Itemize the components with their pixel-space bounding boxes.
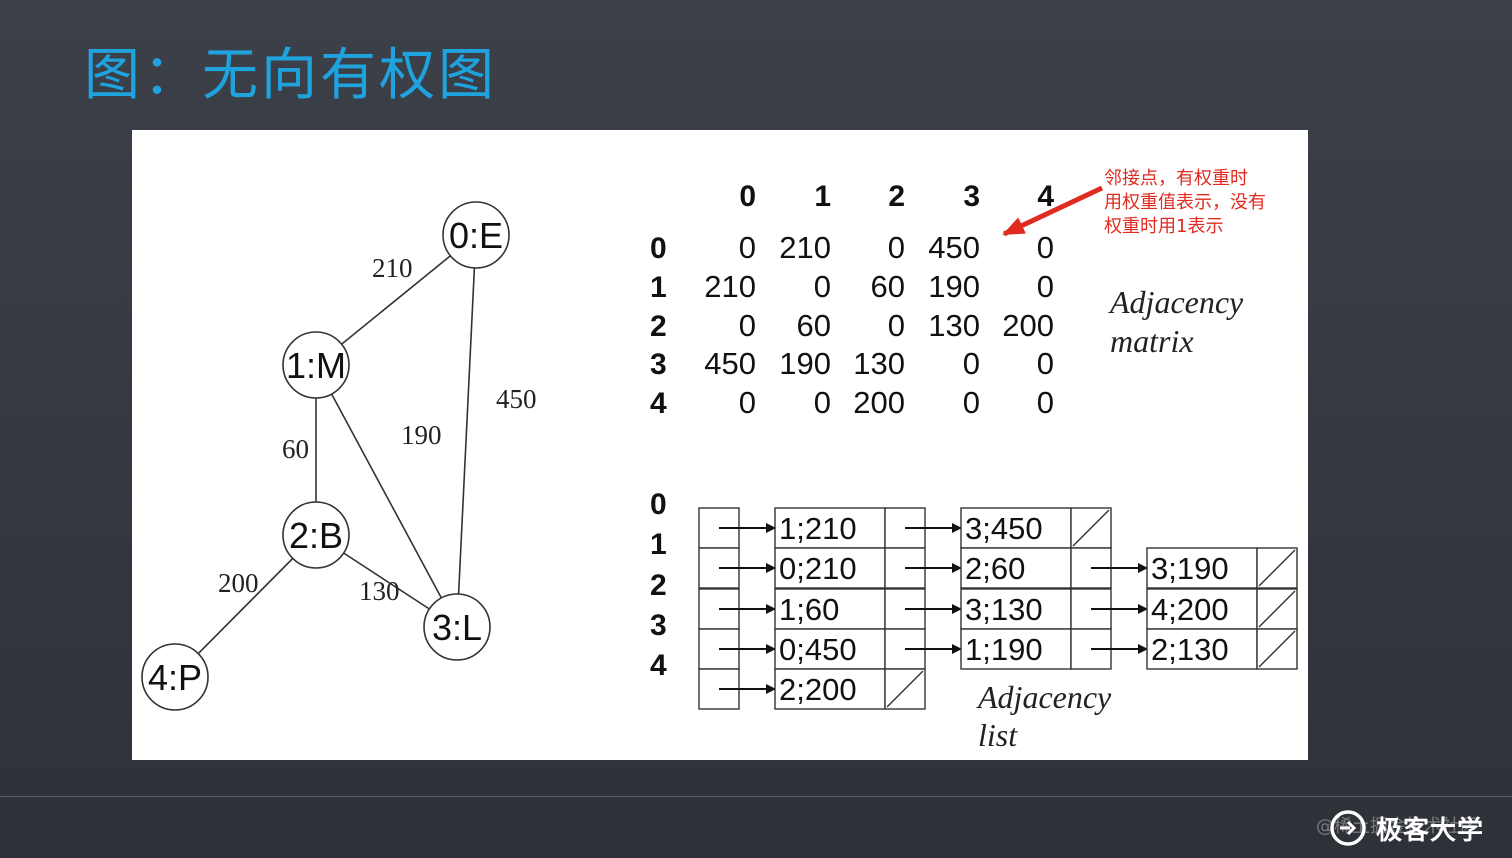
matrix-row-header: 3: [650, 348, 667, 381]
list-node-label: 2;60: [965, 551, 1025, 586]
matrix-cell: 130: [928, 308, 980, 343]
matrix-cell: 0: [739, 308, 756, 343]
list-row-header: 4: [650, 649, 667, 682]
matrix-col-header: 0: [739, 180, 756, 213]
annotation-text: 邻接点，有权重时: [1104, 168, 1248, 189]
null-pointer-slash: [886, 670, 924, 708]
slide-title: 图：无向有权图: [84, 43, 497, 108]
brand-circle-icon: [1330, 810, 1366, 846]
edge-weight-label: 450: [496, 384, 537, 414]
list-node-label: 1;190: [965, 632, 1043, 667]
edge-weight-label: 190: [401, 420, 442, 450]
matrix-cell: 0: [1037, 269, 1054, 304]
graph-node-label: 3:L: [432, 607, 482, 648]
matrix-cell: 200: [853, 385, 905, 420]
matrix-cell: 210: [779, 230, 831, 265]
matrix-cell: 0: [1037, 385, 1054, 420]
annotation-text: 用权重值表示，没有: [1104, 192, 1266, 213]
annotation-text: 权重时用1表示: [1104, 216, 1223, 237]
graph-node-label: 4:P: [148, 657, 202, 698]
matrix-col-header: 3: [963, 180, 980, 213]
watermark-text: @稀土掘金技术社区: [1316, 816, 1478, 837]
null-pointer-slash: [1258, 630, 1296, 668]
list-node-data-cell: [774, 668, 886, 710]
edge-weight-label: 60: [282, 434, 309, 464]
matrix-col-header: 1: [814, 180, 831, 213]
matrix-cell: 0: [814, 385, 831, 420]
matrix-col-header: 2: [888, 180, 905, 213]
list-caption: list: [978, 717, 1018, 753]
list-node-label: 4;200: [1151, 592, 1229, 627]
matrix-row-header: 0: [650, 232, 667, 265]
matrix-cell: 190: [779, 346, 831, 381]
list-node-label: 0;210: [779, 551, 857, 586]
matrix-cell: 200: [1002, 308, 1054, 343]
graph-node-label: 1:M: [286, 345, 346, 386]
matrix-cell: 0: [963, 346, 980, 381]
null-pointer-slash: [1072, 509, 1110, 547]
graph-edge: [456, 234, 477, 628]
list-row-header: 0: [650, 488, 667, 521]
graph-node: [282, 331, 350, 399]
matrix-row-header: 1: [650, 271, 667, 304]
graph-node: [141, 643, 209, 711]
brand-logo: 极客大学: [1328, 806, 1484, 850]
footer-divider: [0, 796, 1512, 797]
adjacency-list: 0 1;210 3;450 1 0;210 2;60 3;190 2 1;60 3;130 4;20…: [650, 488, 1298, 753]
edge-weight-label: 200: [218, 568, 259, 598]
list-node-label: 1;60: [779, 592, 839, 627]
matrix-cell: 0: [1037, 346, 1054, 381]
graph-node: [442, 201, 510, 269]
list-node-label: 1;210: [779, 511, 857, 546]
matrix-cell: 0: [888, 230, 905, 265]
matrix-cell: 210: [704, 269, 756, 304]
list-node-data-cell: [1146, 628, 1258, 670]
list-row-header: 3: [650, 609, 667, 642]
list-node-label: 3;450: [965, 511, 1043, 546]
matrix-cell: 60: [871, 269, 905, 304]
undirected-weighted-graph: 210 450 60 190 130 200 0:E 1:M 2:B 3:L 4:P: [141, 201, 537, 711]
null-pointer-slash: [1258, 549, 1296, 587]
annotation-arrow: [1002, 185, 1104, 237]
matrix-cell: 0: [888, 308, 905, 343]
list-node-data-cell: [774, 507, 886, 549]
matrix-cell: 0: [1037, 230, 1054, 265]
matrix-cell: 0: [814, 269, 831, 304]
matrix-caption: Adjacency: [1108, 284, 1244, 320]
matrix-cell: 450: [704, 346, 756, 381]
graph-edge: [315, 234, 477, 366]
edge-weight-label: 130: [359, 576, 400, 606]
matrix-row-header: 2: [650, 310, 667, 343]
graph-node: [282, 501, 350, 569]
graph-node: [423, 593, 491, 661]
matrix-cell: 450: [928, 230, 980, 265]
list-node-label: 2;130: [1151, 632, 1229, 667]
matrix-row-header: 4: [650, 387, 667, 420]
graph-node-label: 2:B: [289, 515, 343, 556]
matrix-cell: 0: [739, 230, 756, 265]
list-caption: Adjacency: [976, 679, 1112, 715]
graph-node-label: 0:E: [449, 215, 503, 256]
graph-edge: [315, 364, 458, 628]
matrix-cell: 60: [797, 308, 831, 343]
null-pointer-slash: [1258, 590, 1296, 628]
list-row-header: 2: [650, 569, 667, 602]
list-node-label: 3;190: [1151, 551, 1229, 586]
brand-name: 极客大学: [1375, 815, 1484, 846]
matrix-caption: matrix: [1110, 323, 1194, 359]
list-node-label: 0;450: [779, 632, 857, 667]
matrix-cell: 0: [739, 385, 756, 420]
list-row-header: 1: [650, 528, 667, 561]
matrix-cell: 130: [853, 346, 905, 381]
matrix-cell: 0: [963, 385, 980, 420]
edge-weight-label: 210: [372, 253, 413, 283]
matrix-col-header: 4: [1037, 180, 1054, 213]
list-node-label: 2;200: [779, 672, 857, 707]
list-node-label: 3;130: [965, 592, 1043, 627]
matrix-cell: 190: [928, 269, 980, 304]
